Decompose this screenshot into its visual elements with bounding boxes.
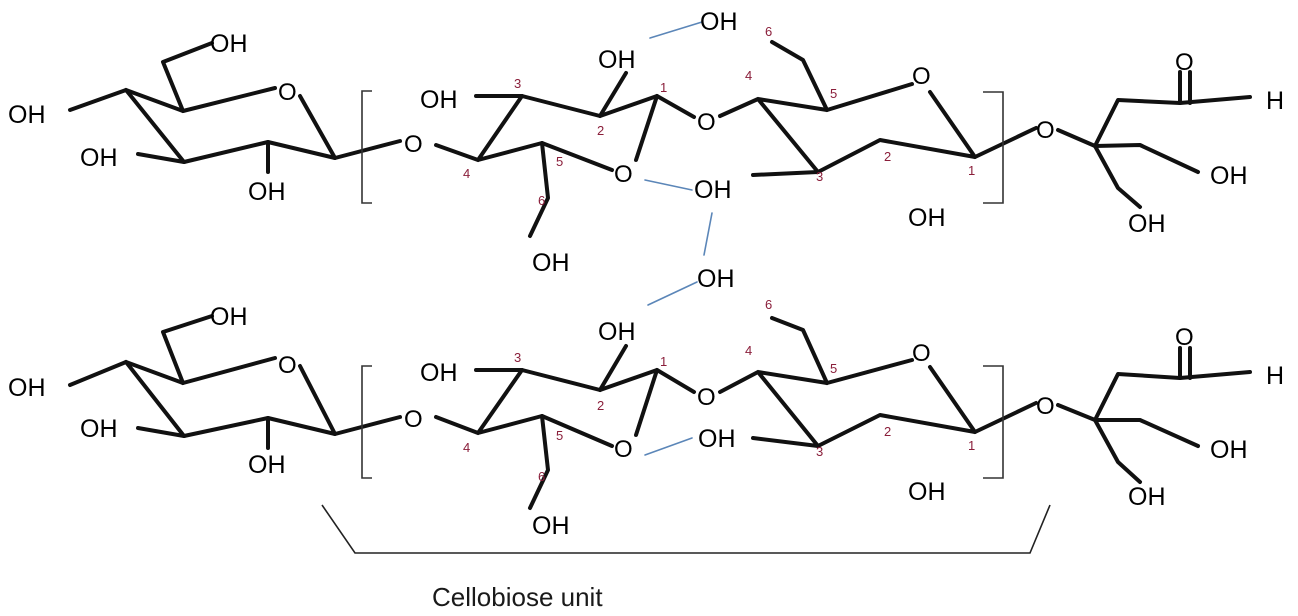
carbon-number-1: 1	[968, 438, 975, 453]
top-chain	[68, 40, 1252, 238]
oxygen-label: O	[912, 63, 931, 90]
carbon-number-6: 6	[538, 469, 545, 484]
oh-label: OH	[532, 249, 570, 277]
carbon-number-5: 5	[556, 154, 563, 169]
carbon-number-6: 6	[765, 297, 772, 312]
carbon-number-3: 3	[514, 76, 521, 91]
oxygen-label: O	[614, 161, 633, 188]
carbon-number-1: 1	[968, 163, 975, 178]
carbon-number-1: 1	[660, 354, 667, 369]
carbon-number-4: 4	[745, 68, 752, 83]
oh-label: OH	[700, 8, 738, 36]
oh-label: OH	[80, 144, 118, 172]
oxygen-label: O	[278, 352, 297, 379]
top-right-glucose-ring	[718, 40, 1038, 177]
carbon-number-5: 5	[830, 86, 837, 101]
oh-label: OH	[248, 178, 286, 206]
carbon-number-3: 3	[816, 444, 823, 459]
carbon-number-6: 6	[538, 193, 545, 208]
oh-label: OH	[532, 512, 570, 540]
oh-label: OH	[1128, 210, 1166, 238]
oh-label: OH	[598, 318, 636, 346]
oxygen-label: O	[278, 79, 297, 106]
top-left-glucose-ring	[68, 41, 402, 174]
hbond-top-2oh-to-6oh	[649, 21, 703, 39]
carbon-number-3: 3	[816, 169, 823, 184]
bottom-reducing-end	[1056, 346, 1252, 484]
carbon-number-4: 4	[745, 343, 752, 358]
oxygen-label: O	[1175, 324, 1194, 351]
bottom-middle-glucose-ring	[434, 344, 696, 510]
carbon-numbers: 1 2 3 4 5 6 4 5 6 3 2 1 1 2 3 4 5 6 4 5 …	[463, 24, 975, 484]
oh-label: OH	[420, 86, 458, 114]
carbon-number-4: 4	[463, 440, 470, 455]
oh-label: OH	[1210, 436, 1248, 464]
hydrogen-bonds	[644, 21, 713, 456]
hydrogen-label: H	[1266, 87, 1284, 115]
top-middle-glucose-ring	[434, 71, 696, 238]
cellobiose-caption: Cellobiose unit	[432, 582, 603, 612]
bottom-left-bracket	[361, 365, 372, 479]
carbon-number-2: 2	[597, 123, 604, 138]
oh-label: OH	[698, 425, 736, 453]
oh-label: OH	[80, 415, 118, 443]
carbon-number-4: 4	[463, 166, 470, 181]
oxygen-label: O	[404, 131, 423, 158]
carbon-number-3: 3	[514, 350, 521, 365]
oxygen-label: O	[614, 436, 633, 463]
oxygen-label: O	[697, 384, 716, 411]
bottom-chain	[68, 314, 1252, 510]
carbon-number-2: 2	[884, 149, 891, 164]
bottom-right-bracket	[983, 365, 1004, 479]
oxygen-label: O	[1036, 393, 1055, 420]
oh-label: OH	[210, 30, 248, 58]
carbon-number-5: 5	[556, 428, 563, 443]
hydrogen-label: H	[1266, 362, 1284, 390]
atom-labels: OH OH OH OH OH OH OH OH OH OH OH OH OH O…	[8, 8, 1284, 540]
oh-label: OH	[210, 303, 248, 331]
hbond-top-ringO-to-3oh	[644, 179, 693, 191]
oh-label: OH	[697, 265, 735, 293]
oh-label: OH	[598, 46, 636, 74]
carbon-number-6: 6	[765, 24, 772, 39]
top-left-bracket	[361, 90, 372, 204]
hbond-bottom-ringO-to-3oh	[644, 437, 693, 456]
oh-label: OH	[8, 374, 46, 402]
top-reducing-end	[1056, 70, 1252, 209]
oh-label: OH	[248, 451, 286, 479]
carbon-number-2: 2	[597, 398, 604, 413]
oh-label: OH	[1128, 483, 1166, 511]
oh-label: OH	[1210, 162, 1248, 190]
carbon-number-5: 5	[830, 361, 837, 376]
top-right-bracket	[983, 91, 1004, 204]
oxygen-label: O	[404, 406, 423, 433]
bottom-left-glucose-ring	[68, 314, 402, 450]
cellobiose-brace	[321, 504, 1051, 554]
oh-label: OH	[908, 478, 946, 506]
carbon-number-2: 2	[884, 424, 891, 439]
oh-label: OH	[420, 359, 458, 387]
oxygen-label: O	[1175, 49, 1194, 76]
hbond-interchain-diagonal	[647, 281, 698, 306]
oxygen-label: O	[912, 340, 931, 367]
hbond-interchain-vertical	[703, 212, 713, 256]
carbon-number-1: 1	[660, 80, 667, 95]
oh-label: OH	[694, 176, 732, 204]
oxygen-label: O	[697, 109, 716, 136]
oh-label: OH	[8, 101, 46, 129]
oh-label: OH	[908, 204, 946, 232]
oxygen-label: O	[1036, 117, 1055, 144]
bottom-right-glucose-ring	[718, 316, 1038, 448]
